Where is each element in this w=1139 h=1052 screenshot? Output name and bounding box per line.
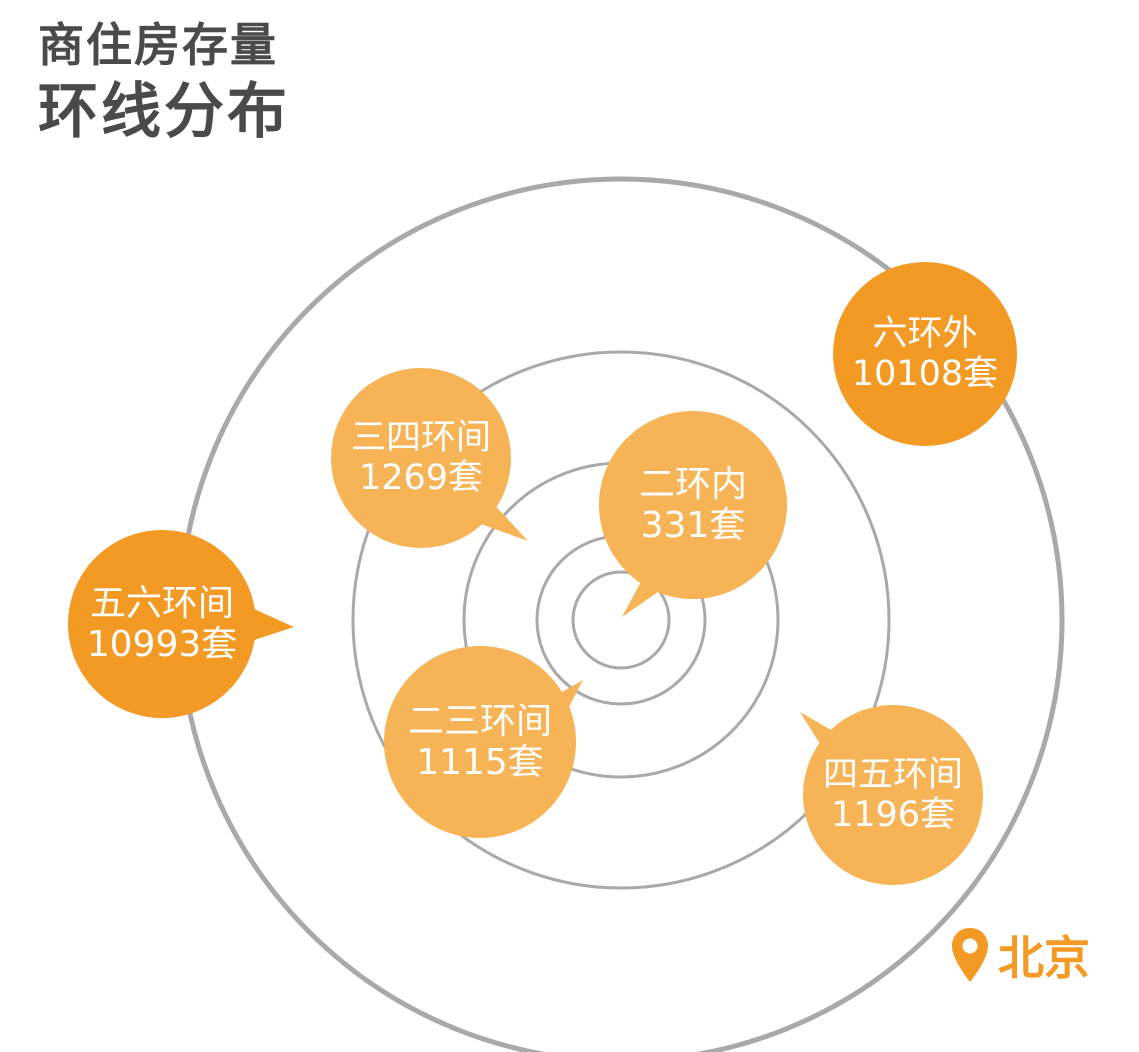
location-pin-icon [952,928,988,982]
title-line-2: 环线分布 [38,77,290,147]
bubble-tail [245,605,294,643]
bubble-count: 10993套 [86,624,238,665]
title-block: 商住房存量 环线分布 [38,22,290,142]
bubble-count: 1115套 [416,742,544,783]
bubble-name: 三四环间 [350,417,491,458]
location-name: 北京 [998,931,1090,985]
bubble-count: 10108套 [851,354,999,394]
bubble-count: 1269套 [358,458,484,498]
ring-4 [351,350,891,890]
bubble-name: 二三环间 [407,700,552,742]
ring-1 [571,570,671,670]
bubble-name: 五六环间 [89,582,234,624]
bubble-count: 331套 [640,505,746,546]
bubble-count: 1196套 [830,795,956,835]
location-label: 北京 [950,922,1090,988]
bubble-name: 六环外 [872,313,978,354]
bubble-name: 二环内 [638,463,747,505]
title-line-1: 商住房存量 [38,18,278,72]
bubble-name: 四五环间 [822,754,963,795]
